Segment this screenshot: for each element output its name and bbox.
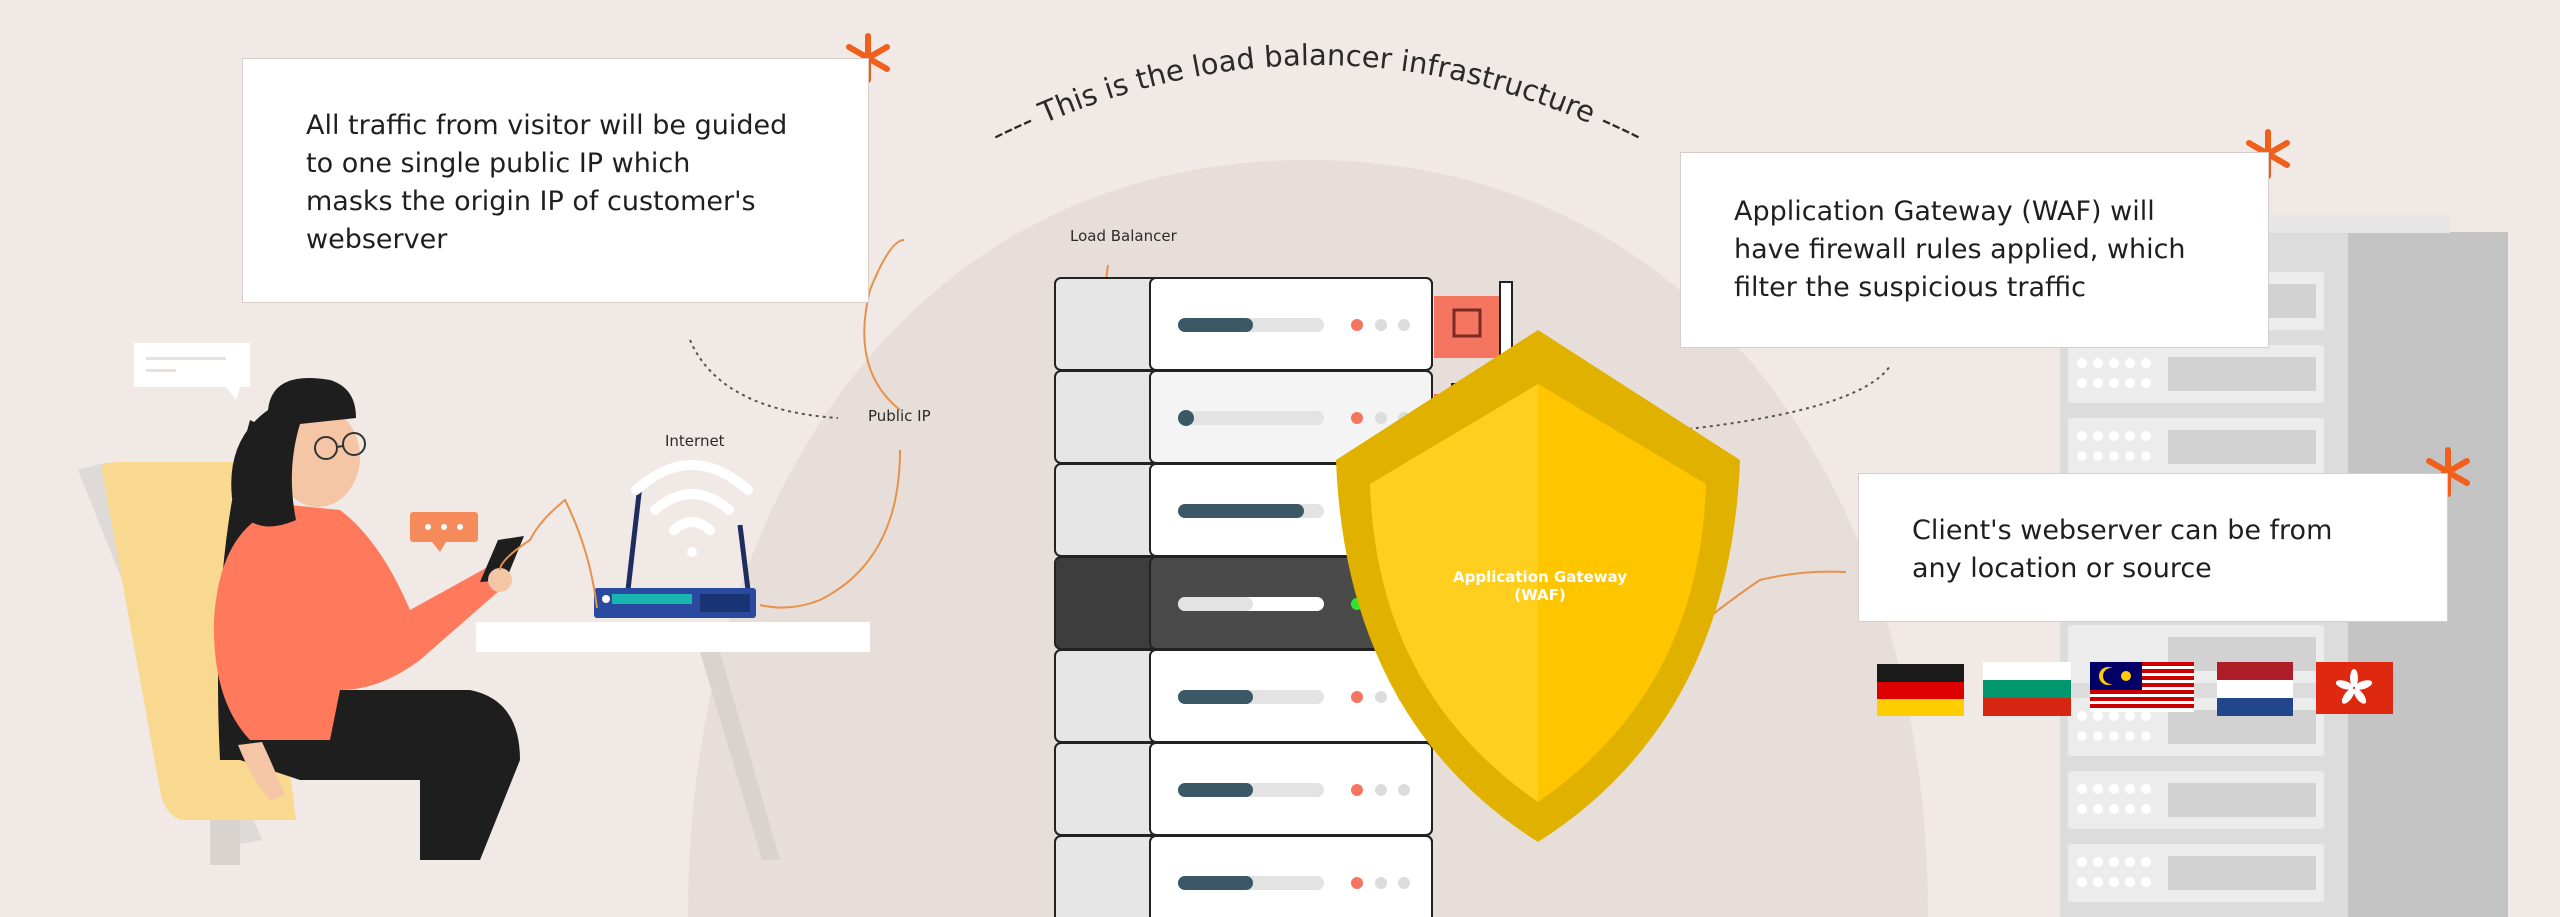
germany-flag (1877, 664, 1964, 716)
rack-unit (1054, 370, 1433, 464)
chat-icon (410, 512, 478, 552)
wifi-icon (631, 460, 753, 557)
hong-kong-flag (2316, 662, 2393, 714)
waf-label: Application Gateway (WAF) (1440, 568, 1640, 604)
load-balancer-rack (1054, 277, 1433, 917)
visitor-traffic-note-text: All traffic from visitor will be guided … (306, 110, 788, 255)
rack-unit (1054, 835, 1433, 917)
router-illustration (594, 484, 756, 618)
internet-label: Internet (665, 432, 725, 450)
webserver-note: Client's webserver can be from any locat… (1858, 473, 2448, 622)
desk (476, 622, 870, 860)
webserver-note-text: Client's webserver can be from any locat… (1912, 515, 2333, 584)
rack-unit (1054, 649, 1433, 743)
speech-bubble (134, 343, 250, 400)
rack-unit (1054, 742, 1433, 836)
rack-unit (1054, 277, 1433, 371)
load-balancer-label: Load Balancer (1070, 227, 1177, 245)
public-ip-label: Public IP (868, 407, 931, 425)
waf-note-text: Application Gateway (WAF) will have fire… (1734, 196, 2186, 303)
waf-shield-icon (1336, 330, 1740, 842)
person-illustration (213, 378, 524, 860)
netherlands-flag (2217, 662, 2293, 716)
visitor-traffic-note: All traffic from visitor will be guided … (242, 58, 869, 303)
waf-note: Application Gateway (WAF) will have fire… (1680, 152, 2269, 348)
bulgaria-flag (1983, 662, 2071, 716)
network-card-icon (1434, 281, 1513, 373)
malaysia-flag (2090, 662, 2194, 712)
waf-label-line2: (WAF) (1514, 586, 1566, 604)
waf-label-line1: Application Gateway (1453, 568, 1627, 586)
